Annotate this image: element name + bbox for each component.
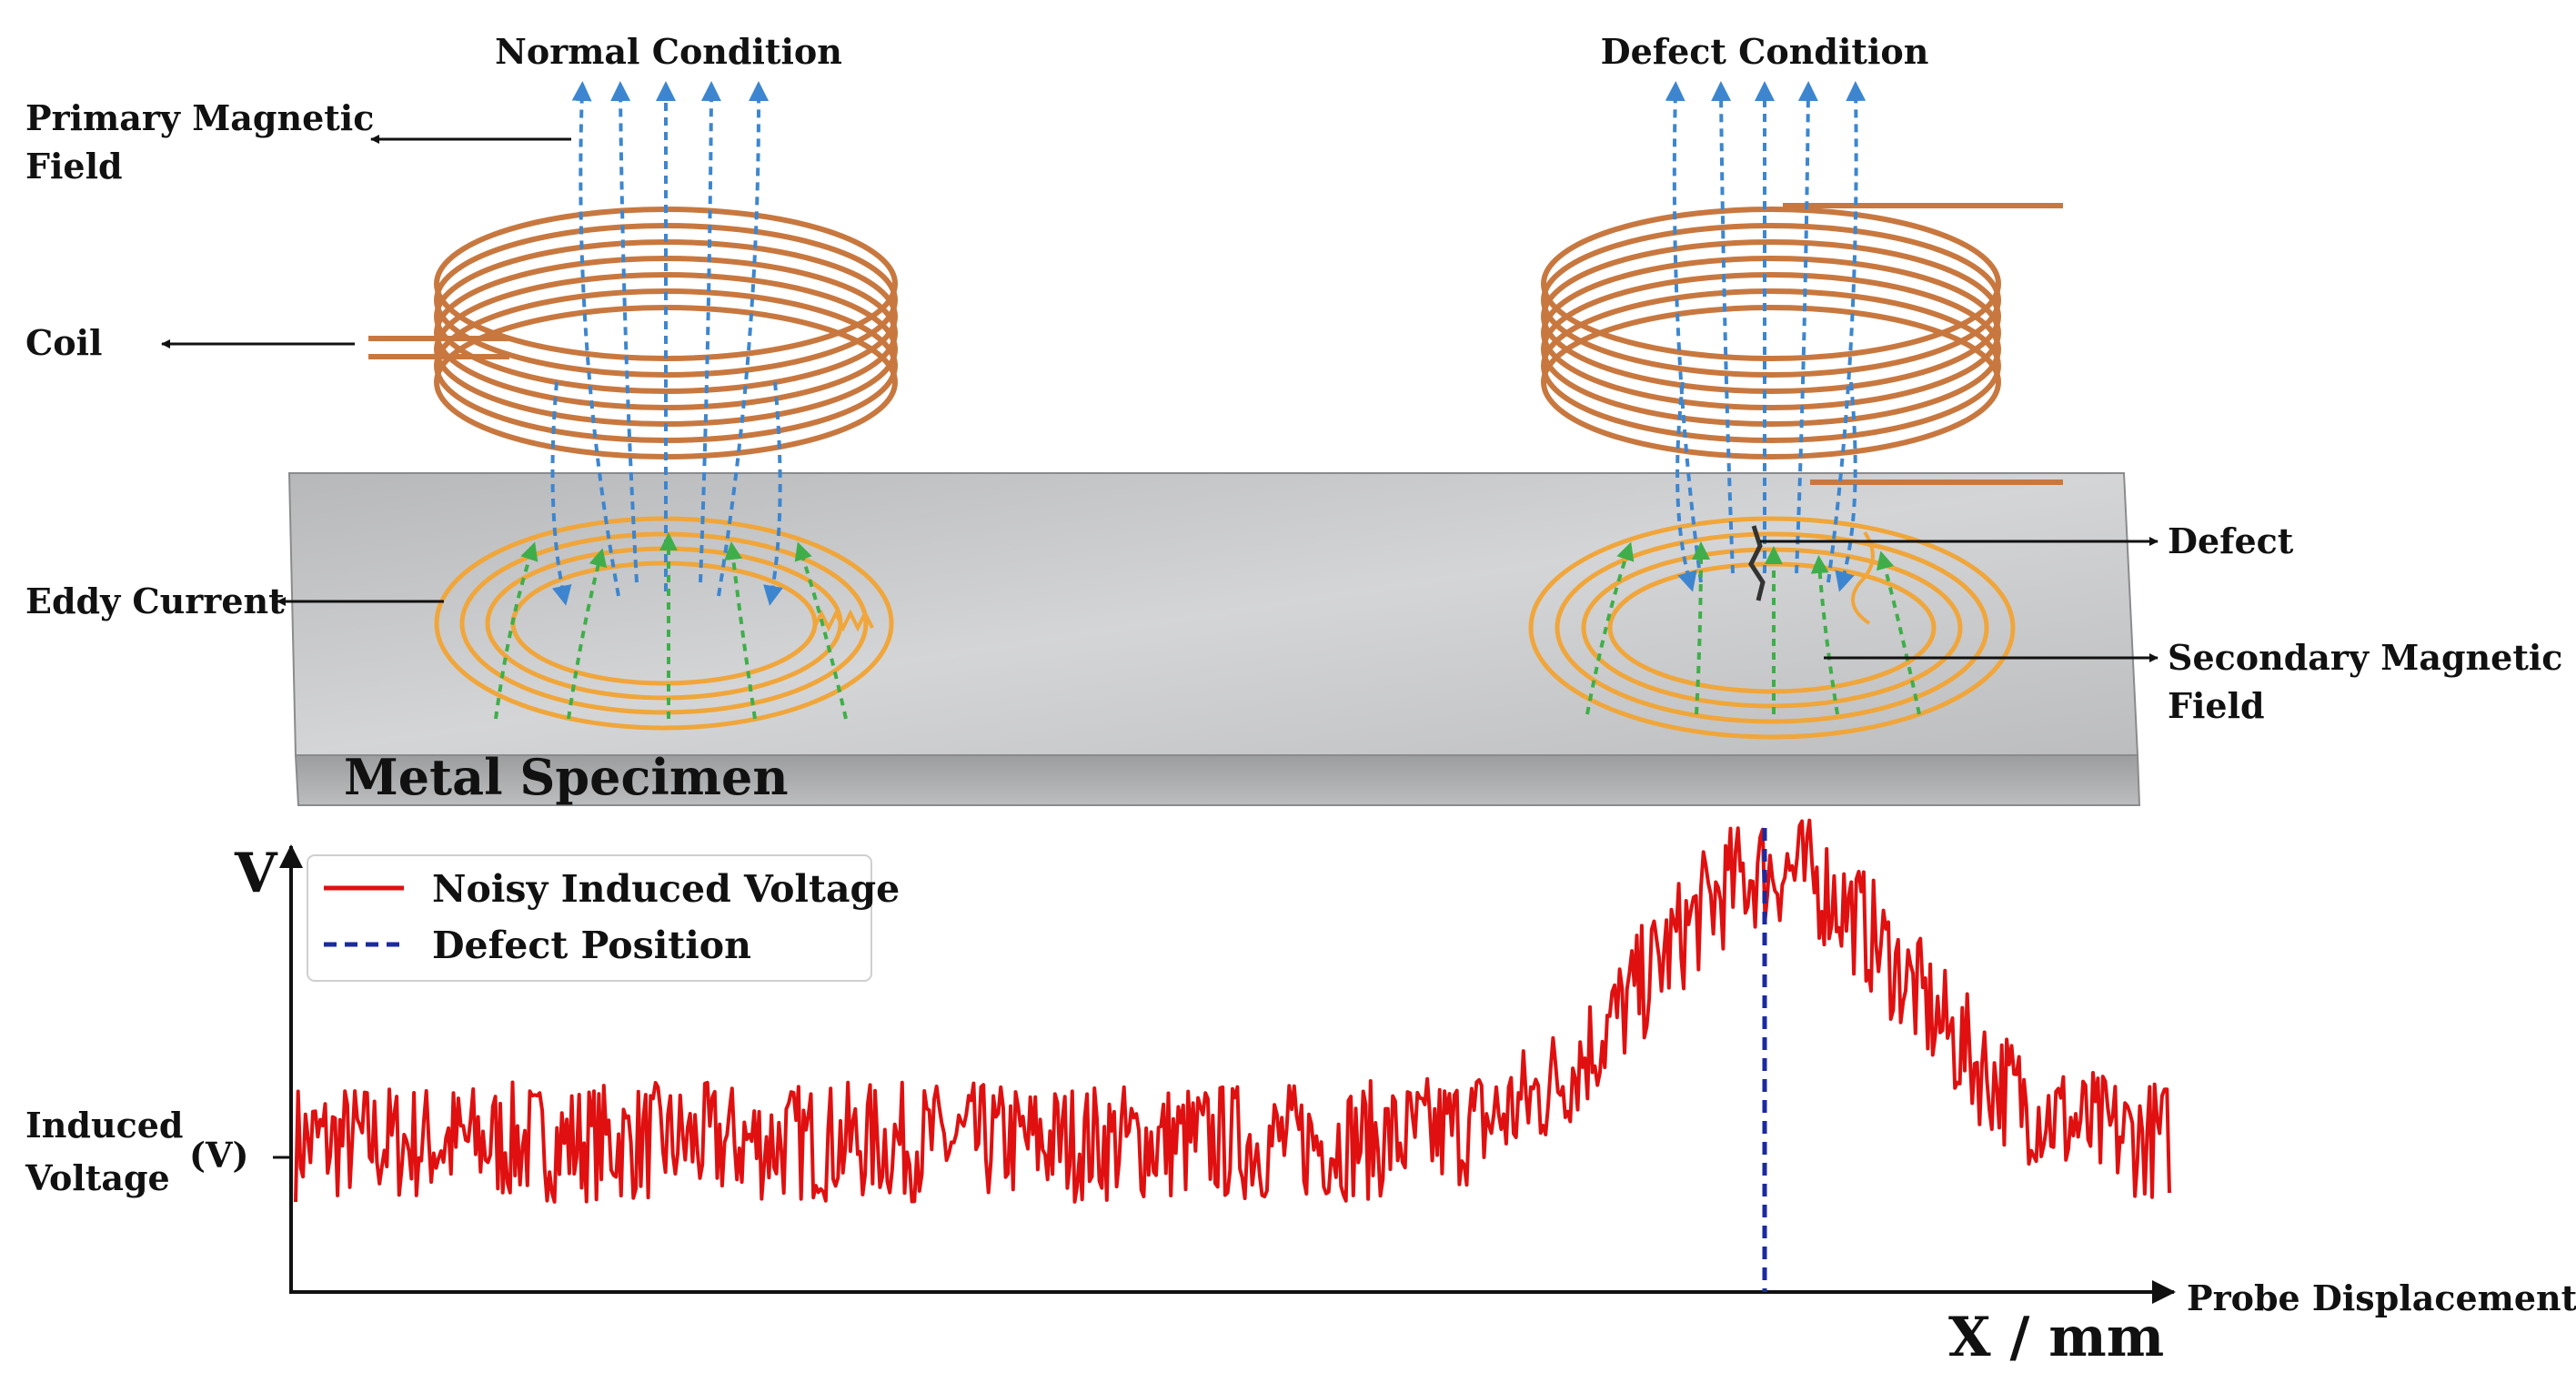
x-axis-label: Probe Displacement [2187, 1277, 2576, 1318]
metal-specimen: Metal Specimen [287, 472, 2141, 806]
y-axis-unit: (V) [189, 1135, 248, 1176]
legend-box [307, 854, 872, 982]
normal-condition-title: Normal Condition [495, 31, 842, 72]
coil-label: Coil [25, 322, 102, 363]
primary-magnetic-field-label-line1: Primary Magnetic [25, 97, 374, 138]
secondary-field-lines-defect [1585, 541, 1921, 715]
secondary-magnetic-field-label-line1: Secondary Magnetic [2168, 637, 2562, 678]
primary-field-lines-normal [550, 81, 783, 606]
legend-label-noisy-voltage: Noisy Induced Voltage [432, 867, 900, 911]
legend-label-defect-position: Defect Position [432, 924, 751, 967]
primary-field-lines-defect [1665, 81, 1867, 592]
eddy-current-label: Eddy Current [25, 580, 285, 621]
defect-condition-title: Defect Condition [1601, 31, 1929, 72]
defect-label: Defect [2168, 520, 2294, 561]
y-axis-label-line1: Induced [25, 1105, 184, 1146]
coil-normal [368, 207, 898, 459]
secondary-field-lines-normal [494, 532, 848, 720]
chart-legend: Noisy Induced Voltage Defect Position [307, 854, 900, 982]
primary-magnetic-field-label-line2: Field [25, 146, 123, 187]
secondary-magnetic-field-label-line2: Field [2168, 685, 2265, 726]
defect-crack [1748, 525, 1766, 601]
metal-specimen-label: Metal Specimen [344, 748, 789, 806]
x-axis-unit: X / mm [1948, 1306, 2164, 1369]
y-axis-label-line2: Voltage [25, 1157, 170, 1198]
y-axis-symbol: V [234, 842, 278, 905]
noisy-voltage-line [294, 818, 2171, 1204]
coil-defect [1541, 203, 2063, 485]
voltage-chart: V Induced Voltage (V) Probe Displacement… [25, 818, 2576, 1369]
